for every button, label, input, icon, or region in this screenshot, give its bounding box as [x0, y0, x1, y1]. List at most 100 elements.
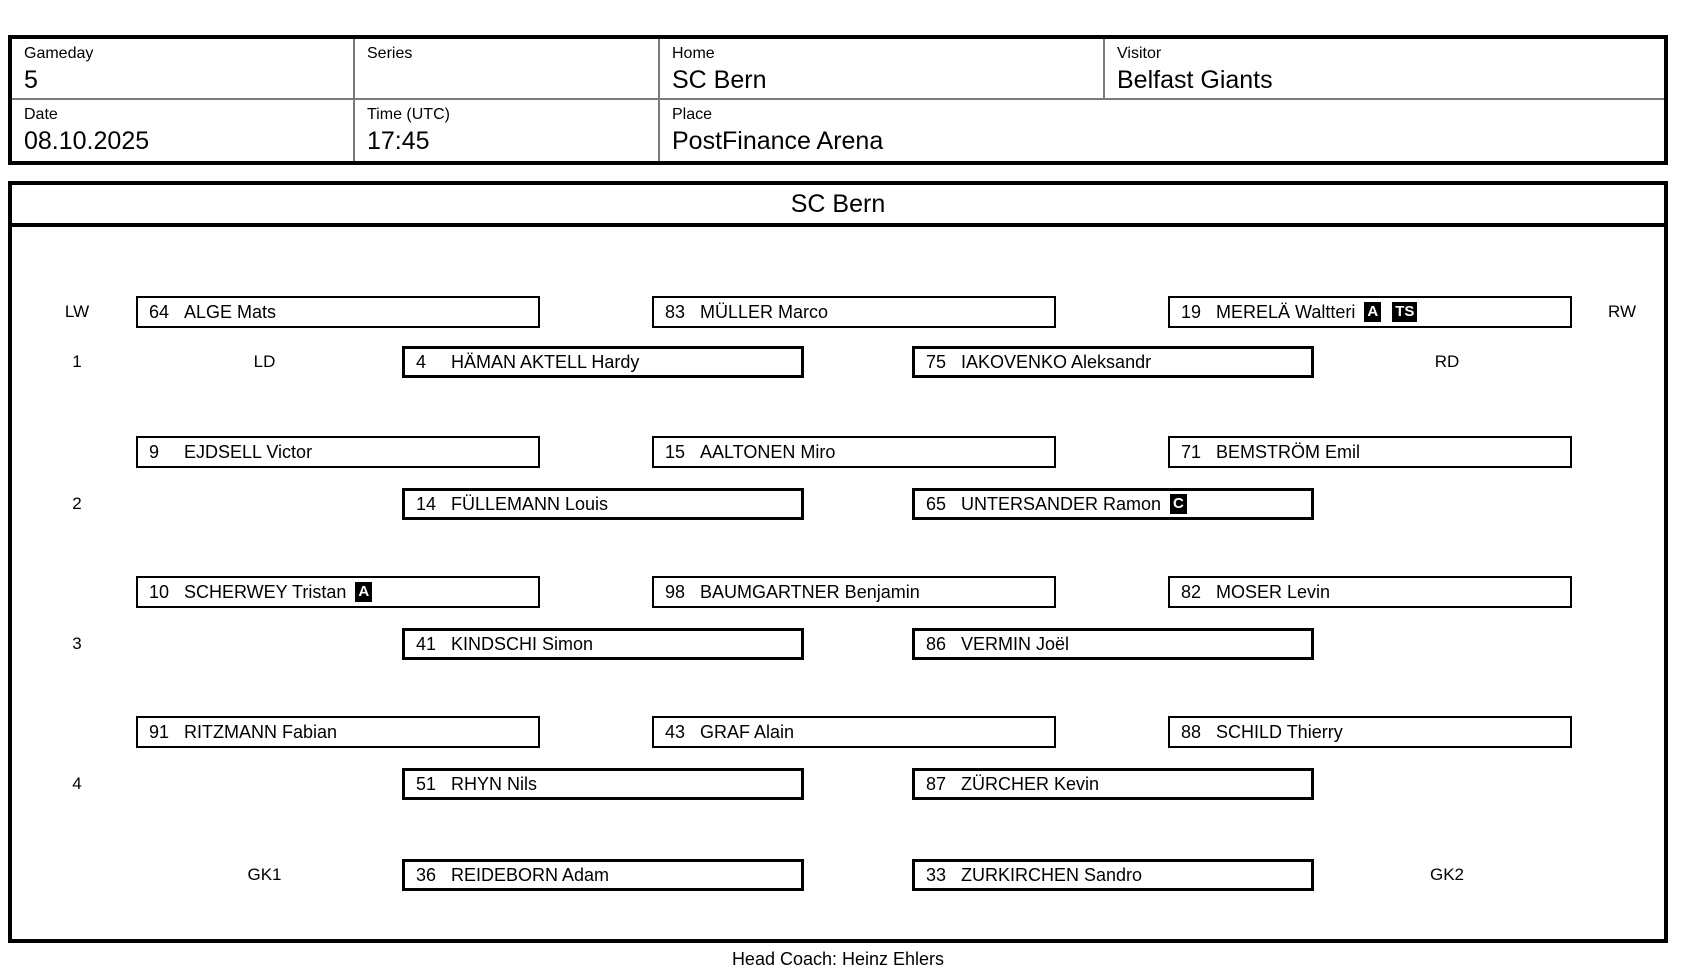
time-label: Time (UTC)	[367, 106, 450, 123]
time-value: 17:45	[367, 127, 430, 155]
position-label-gk2: GK2	[1429, 865, 1465, 884]
player-box: 98 BAUMGARTNER Benjamin	[652, 576, 1056, 608]
player-number: 91	[149, 721, 170, 742]
position-label-rd: RD	[1434, 352, 1460, 371]
player-name: FÜLLEMANN Louis	[451, 493, 609, 514]
player-box: 14 FÜLLEMANN Louis	[402, 488, 804, 520]
place-cell: Place PostFinance Arena	[660, 100, 1664, 161]
player-name: SCHILD Thierry	[1216, 721, 1343, 742]
player-number: 75	[926, 351, 947, 372]
player-name: KINDSCHI Simon	[451, 633, 594, 654]
player-number: 4	[416, 351, 427, 372]
home-cell: Home SC Bern	[660, 39, 1105, 100]
home-label: Home	[672, 45, 715, 62]
player-number: 51	[416, 773, 437, 794]
player-number: 15	[665, 441, 686, 462]
line-number: 4	[72, 774, 82, 793]
line-number: 1	[72, 352, 82, 371]
player-box: 65 UNTERSANDER Ramon C	[912, 488, 1314, 520]
date-cell: Date 08.10.2025	[12, 100, 355, 161]
line-number: 2	[72, 494, 82, 513]
place-value: PostFinance Arena	[672, 127, 884, 155]
player-box: 82 MOSER Levin	[1168, 576, 1572, 608]
home-value: SC Bern	[672, 66, 767, 94]
position-label-lw: LW	[64, 302, 90, 321]
player-name: RITZMANN Fabian	[184, 721, 338, 742]
player-number: 98	[665, 581, 686, 602]
player-number: 14	[416, 493, 437, 514]
player-number: 19	[1181, 301, 1202, 322]
visitor-label: Visitor	[1117, 45, 1162, 62]
goalkeeper-box: 33 ZURKIRCHEN Sandro	[912, 859, 1314, 891]
player-box: 15 AALTONEN Miro	[652, 436, 1056, 468]
player-name: MERELÄ Waltteri	[1216, 301, 1356, 322]
player-box: 19 MERELÄ Waltteri A TS	[1168, 296, 1572, 328]
player-name: ZÜRCHER Kevin	[961, 773, 1100, 794]
game-info-table: Gameday 5 Series Home SC Bern Visitor Be…	[8, 35, 1668, 165]
player-number: 36	[416, 864, 437, 885]
player-name: REIDEBORN Adam	[451, 864, 610, 885]
player-name: EJDSELL Victor	[184, 441, 313, 462]
player-name: GRAF Alain	[700, 721, 795, 742]
player-name: HÄMAN AKTELL Hardy	[451, 351, 640, 372]
player-number: 41	[416, 633, 437, 654]
player-name: SCHERWEY Tristan	[184, 581, 347, 602]
player-box: 75 IAKOVENKO Aleksandr	[912, 346, 1314, 378]
place-label: Place	[672, 106, 713, 123]
player-box: 64 ALGE Mats	[136, 296, 540, 328]
player-number: 43	[665, 721, 686, 742]
player-number: 82	[1181, 581, 1202, 602]
player-number: 33	[926, 864, 947, 885]
team-title: SC Bern	[12, 185, 1664, 227]
player-box: 10 SCHERWEY Tristan A	[136, 576, 540, 608]
player-name: ALGE Mats	[184, 301, 277, 322]
player-box: 51 RHYN Nils	[402, 768, 804, 800]
player-number: 86	[926, 633, 947, 654]
captain-badge: C	[1170, 494, 1187, 514]
head-coach-line: Head Coach: Heinz Ehlers	[731, 949, 945, 968]
player-number: 83	[665, 301, 686, 322]
player-name: BEMSTRÖM Emil	[1216, 441, 1360, 462]
date-label: Date	[24, 106, 58, 123]
player-name: BAUMGARTNER Benjamin	[700, 581, 920, 602]
player-box: 83 MÜLLER Marco	[652, 296, 1056, 328]
player-box: 88 SCHILD Thierry	[1168, 716, 1572, 748]
player-number: 64	[149, 301, 170, 322]
player-name: UNTERSANDER Ramon	[961, 493, 1162, 514]
assistant-captain-badge: A	[1364, 302, 1382, 322]
visitor-cell: Visitor Belfast Giants	[1105, 39, 1664, 100]
gameday-cell: Gameday 5	[12, 39, 355, 100]
player-box: 87 ZÜRCHER Kevin	[912, 768, 1314, 800]
gameday-value: 5	[24, 66, 38, 94]
lineup-grid: LW 64 ALGE Mats 83 MÜLLER Marco 19 MEREL…	[12, 231, 1664, 968]
player-number: 87	[926, 773, 947, 794]
time-cell: Time (UTC) 17:45	[355, 100, 660, 161]
player-number: 10	[149, 581, 170, 602]
team-lineup-box: SC Bern LW 64 ALGE Mats 83 MÜLLER Marco …	[8, 181, 1668, 968]
player-box: 91 RITZMANN Fabian	[136, 716, 540, 748]
player-name: AALTONEN Miro	[700, 441, 836, 462]
player-name: IAKOVENKO Aleksandr	[961, 351, 1152, 372]
series-cell: Series	[355, 39, 660, 100]
position-label-ld: LD	[253, 352, 276, 371]
player-number: 65	[926, 493, 947, 514]
player-number: 9	[149, 441, 160, 462]
topscorer-badge: TS	[1392, 302, 1418, 322]
visitor-value: Belfast Giants	[1117, 66, 1273, 94]
player-name: ZURKIRCHEN Sandro	[961, 864, 1143, 885]
date-value: 08.10.2025	[24, 127, 150, 155]
player-box: 43 GRAF Alain	[652, 716, 1056, 748]
position-label-gk1: GK1	[247, 865, 282, 884]
player-box: 41 KINDSCHI Simon	[402, 628, 804, 660]
player-name: RHYN Nils	[451, 773, 538, 794]
player-box: 4 HÄMAN AKTELL Hardy	[402, 346, 804, 378]
player-box: 86 VERMIN Joël	[912, 628, 1314, 660]
player-number: 71	[1181, 441, 1202, 462]
player-name: MOSER Levin	[1216, 581, 1331, 602]
goalkeeper-box: 36 REIDEBORN Adam	[402, 859, 804, 891]
line-number: 3	[72, 634, 82, 653]
player-name: VERMIN Joël	[961, 633, 1070, 654]
series-label: Series	[367, 45, 413, 62]
player-name: MÜLLER Marco	[700, 301, 829, 322]
